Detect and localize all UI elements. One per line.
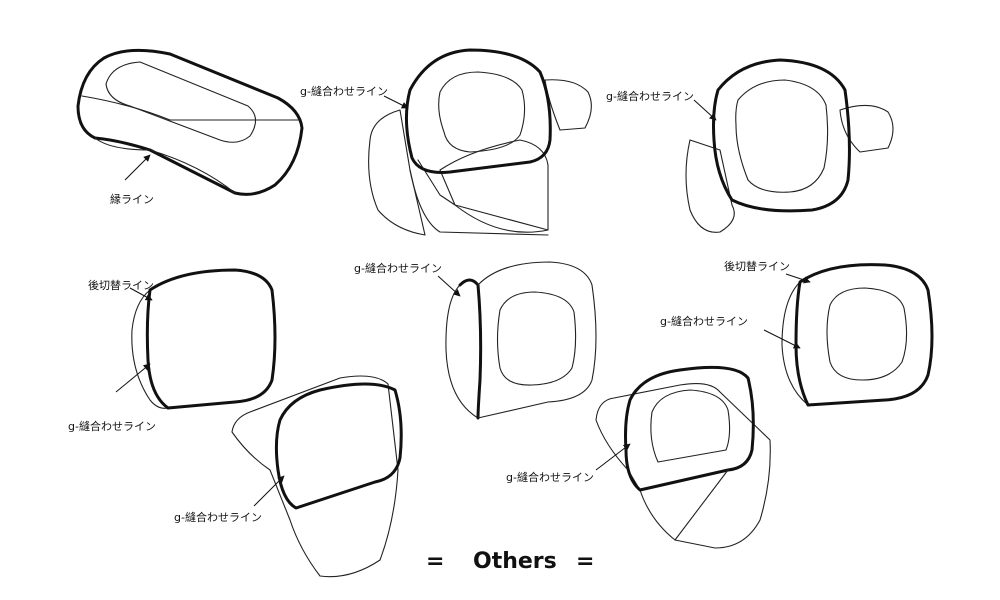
backrest-rounded-drawing [685, 58, 894, 233]
g-seam-arrow-6 [763, 329, 801, 349]
g-seam-label-6: g-縫合わせライン [660, 314, 748, 328]
ato-kirikae-arrow-1 [129, 287, 153, 301]
g-seam-arrow-3 [115, 363, 151, 393]
fuchi-line-label: 縁ライン [110, 192, 154, 206]
headrest-back-right-drawing [595, 365, 771, 549]
g-seam-arrow-5 [437, 275, 461, 297]
ato-kirikae-label-1: 後切替ライン [88, 278, 154, 292]
g-seam-arrow-4 [253, 475, 285, 507]
seat-pad-drawing [76, 48, 304, 196]
footer-right-mark: = [576, 549, 594, 574]
headrest-tall-back-drawing [231, 375, 403, 578]
g-seam-label-7: g-縫合わせライン [506, 470, 594, 484]
g-seam-label-5: g-縫合わせライン [354, 261, 442, 275]
g-seam-label-3: g-縫合わせライン [68, 419, 156, 433]
footer-left-mark: = [426, 549, 444, 574]
ato-kirikae-label-2: 後切替ライン [724, 259, 790, 273]
backrest-winged-drawing [368, 48, 592, 236]
g-seam-arrow-2 [693, 99, 717, 121]
headrest-small-drawing [131, 268, 277, 410]
backrest-right-drawing [781, 263, 934, 407]
g-seam-label-4: g-縫合わせライン [174, 510, 262, 524]
fuchi-line-arrow [124, 154, 151, 181]
g-seam-arrow-1 [383, 95, 409, 109]
g-seam-label-2: g-縫合わせライン [606, 89, 694, 103]
footer-title: Others [473, 549, 557, 574]
backrest-centre-drawing [445, 261, 597, 420]
g-seam-label-1: g-縫合わせライン [300, 84, 388, 98]
g-seam-arrow-7 [595, 443, 631, 471]
ato-kirikae-arrow-2 [785, 273, 811, 284]
